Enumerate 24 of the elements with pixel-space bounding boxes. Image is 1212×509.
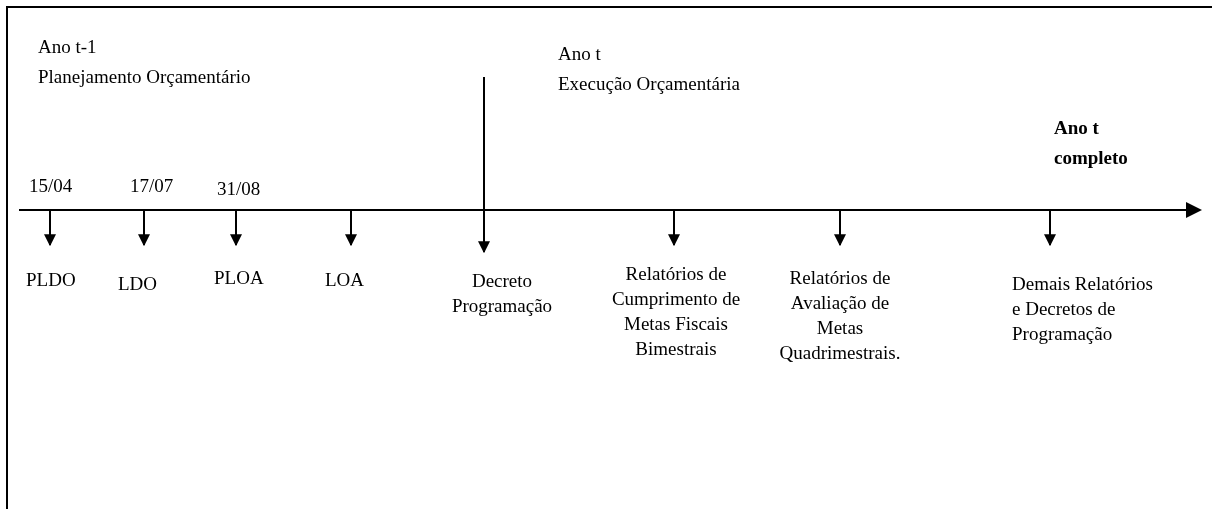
timeline-label: Planejamento Orçamentário	[38, 65, 251, 89]
period-end-label: Ano t completo	[1054, 116, 1129, 170]
timeline-label: 31/08	[217, 177, 261, 201]
arrow	[345, 209, 357, 247]
arrow	[44, 209, 56, 247]
timeline-label: Ano t	[558, 42, 601, 66]
event-label: Decreto Programação	[450, 269, 554, 318]
event-label: Relatórios de Avaliação de Metas Quadrimestrais.	[778, 266, 902, 365]
arrow	[834, 209, 846, 247]
event-label: LDO	[118, 272, 159, 296]
timeline-label: 15/04	[29, 174, 73, 198]
arrow	[668, 209, 680, 247]
arrow	[230, 209, 242, 247]
event-label: LOA	[325, 268, 366, 292]
event-label: Relatórios de Cumprimento de Metas Fiscais Bimestrais	[610, 262, 742, 361]
timeline-label: Execução Orçamentária	[558, 72, 740, 96]
arrow	[1044, 209, 1056, 247]
event-label: PLOA	[214, 266, 265, 290]
timeline-label: 17/07	[130, 174, 174, 198]
arrow	[138, 209, 150, 247]
event-label: PLDO	[26, 268, 77, 292]
timeline-label: Ano t-1	[38, 35, 97, 59]
event-label: Demais Relatórios e Decretos de Programação	[1012, 272, 1154, 346]
arrow	[478, 76, 490, 254]
